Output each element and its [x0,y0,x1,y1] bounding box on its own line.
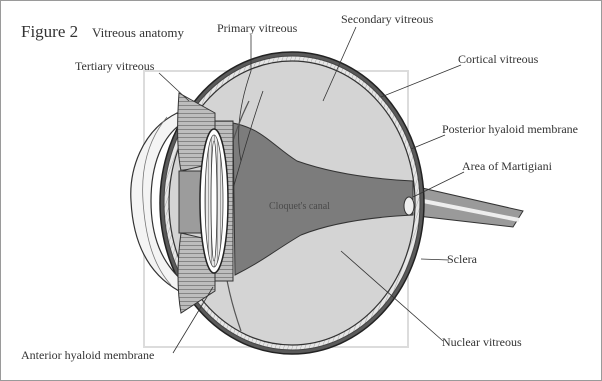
leader-posterior-hyaloid-membrane [411,135,445,149]
label-posterior-hyaloid-membrane: Posterior hyaloid membrane [442,122,578,136]
figure-subtitle: Vitreous anatomy [92,25,185,40]
label-cortical-vitreous: Cortical vitreous [458,52,539,66]
label-area-of-martigiani: Area of Martigiani [462,159,553,173]
lens [200,129,228,273]
label-anterior-hyaloid-membrane: Anterior hyaloid membrane [21,348,154,362]
leader-cortical-vitreous [381,65,461,97]
leader-sclera [421,259,449,260]
label-sclera: Sclera [447,252,478,266]
label-primary-vitreous: Primary vitreous [217,21,298,35]
label-nuclear-vitreous: Nuclear vitreous [442,335,522,349]
area-of-martigiani-opening [404,197,414,215]
optic-nerve [409,185,523,227]
figure-title: Figure 2 [21,22,78,41]
leader-tertiary-vitreous [159,73,189,101]
cloquets-canal-label: Cloquet's canal [269,201,330,212]
label-secondary-vitreous: Secondary vitreous [341,12,434,26]
label-tertiary-vitreous: Tertiary vitreous [75,59,155,73]
